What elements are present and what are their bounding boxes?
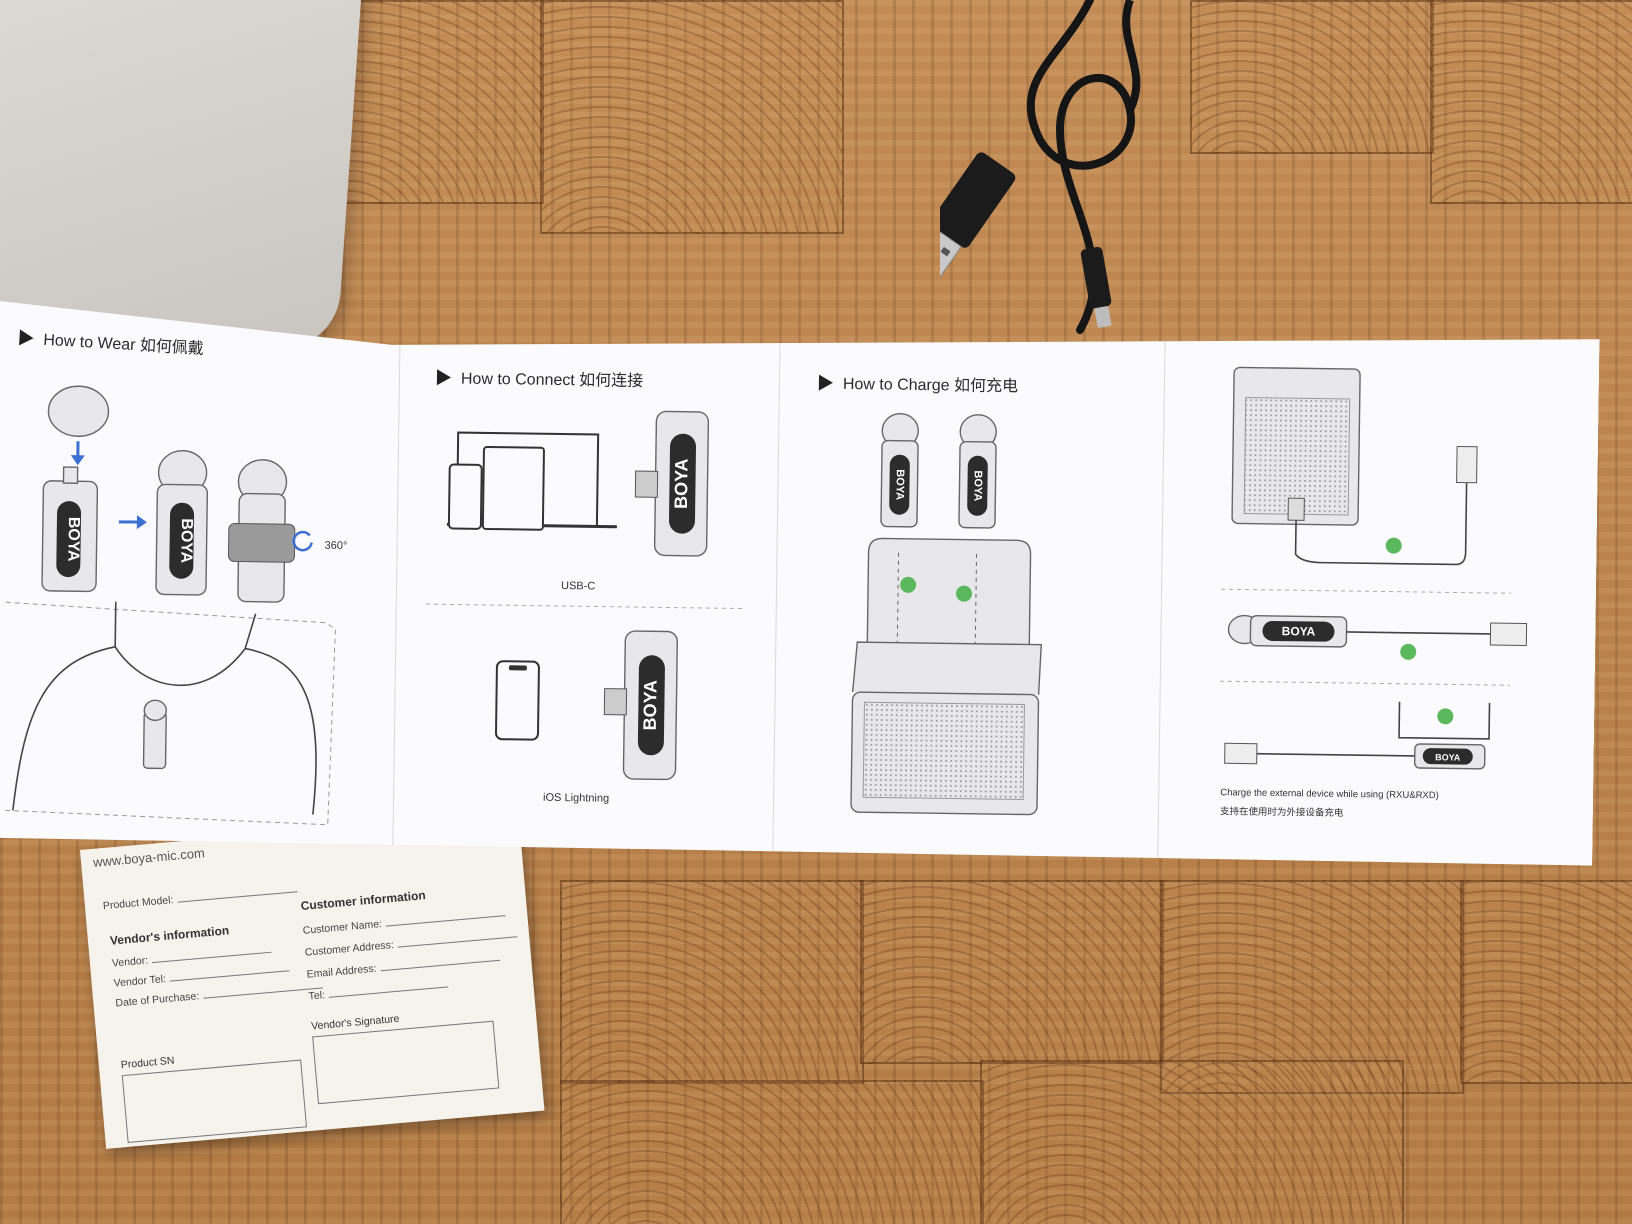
svg-text:BOYA: BOYA	[671, 458, 692, 509]
charge-illustration: BOYA BOYA	[843, 402, 1069, 825]
charge-bolt-icon	[1386, 538, 1402, 554]
connect-title: How to Connect 如何连接	[437, 364, 644, 391]
product-model-field: Product Model:	[102, 883, 297, 912]
rotate-icon	[294, 532, 312, 550]
phone-icon	[449, 464, 482, 528]
wear-illustration: BOYA BOYA 360°	[3, 370, 399, 835]
external-charge-panel: BOYA BOYA Charge the external device whi…	[1157, 316, 1585, 882]
svg-text:BOYA: BOYA	[1282, 624, 1316, 638]
charge-bolt-icon	[1400, 644, 1416, 660]
connect-illustration: BOYA BOYA	[423, 406, 769, 811]
usb-cable	[940, 0, 1141, 334]
windscreen-icon	[48, 386, 109, 437]
person-torso-icon	[13, 645, 318, 814]
play-triangle-icon	[819, 375, 833, 391]
lightning-caption: iOS Lightning	[543, 791, 610, 805]
external-caption-en: Charge the external device while using (…	[1220, 787, 1439, 802]
wood-block	[1430, 0, 1632, 204]
usbc-caption: USB-C	[560, 580, 596, 593]
charge-panel: How to Charge 如何充电 BOYA BOYA	[772, 311, 1166, 876]
tablet-icon	[483, 447, 544, 530]
charging-case-lid-icon	[867, 538, 1030, 644]
iphone-icon	[496, 661, 539, 740]
wood-block	[1460, 880, 1632, 1084]
play-triangle-icon	[437, 369, 451, 385]
card-website: www.boya-mic.com	[92, 845, 206, 870]
signature-box	[312, 1020, 500, 1105]
charge-bolt-icon	[956, 586, 972, 602]
customer-heading: Customer information	[300, 888, 427, 913]
svg-text:BOYA: BOYA	[177, 518, 195, 563]
external-caption-cn: 支持在使用时为外接设备充电	[1219, 806, 1344, 819]
vendor-heading: Vendor's information	[109, 923, 230, 948]
svg-text:BOYA: BOYA	[64, 517, 82, 562]
external-charge-illustration: BOYA BOYA	[1218, 357, 1554, 782]
wood-block	[980, 1060, 1404, 1224]
tel-field: Tel:	[308, 978, 449, 1002]
connect-panel: How to Connect 如何连接 BOYA BOYA USB-C iOS …	[392, 306, 781, 871]
wood-block	[860, 880, 1164, 1064]
rotate-label: 360°	[325, 540, 348, 552]
warranty-card: www.boya-mic.com Product Model: Vendor's…	[80, 811, 545, 1149]
wood-block	[560, 1080, 984, 1224]
instruction-leaflet: How to Wear 如何佩戴 BOYA BOYA 360°	[0, 300, 1600, 882]
product-sn-label: Product SN	[120, 1054, 175, 1072]
svg-text:BOYA: BOYA	[893, 469, 905, 500]
svg-text:BOYA: BOYA	[640, 680, 661, 731]
svg-text:BOYA: BOYA	[971, 470, 983, 501]
usb-a-plug-icon	[1457, 446, 1478, 482]
wood-block	[560, 880, 864, 1084]
charge-bolt-icon	[900, 577, 916, 593]
wear-panel: How to Wear 如何佩戴 BOYA BOYA 360°	[0, 300, 401, 866]
charge-bolt-icon	[1437, 708, 1453, 724]
product-sn-box	[121, 1059, 308, 1143]
usb-a-plug-icon	[1225, 743, 1257, 763]
wood-block	[540, 0, 844, 234]
wood-block	[1190, 0, 1434, 154]
wood-block	[1160, 880, 1464, 1094]
svg-text:BOYA: BOYA	[1435, 752, 1461, 762]
charge-title: How to Charge 如何充电	[819, 370, 1018, 397]
gray-pouch	[0, 0, 363, 353]
play-triangle-icon	[19, 329, 34, 346]
wear-title: How to Wear 如何佩戴	[19, 324, 205, 359]
